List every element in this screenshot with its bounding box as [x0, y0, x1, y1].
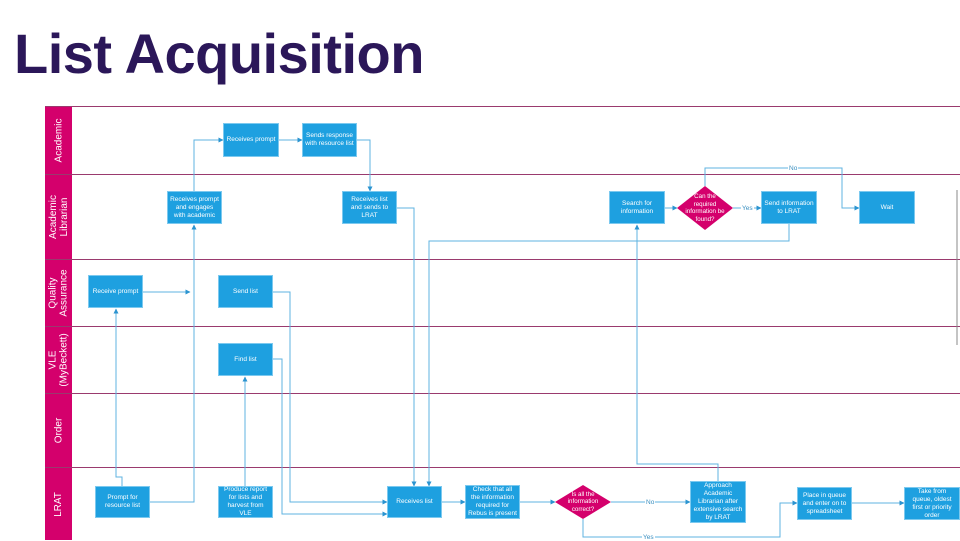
lane-divider: [45, 106, 960, 107]
process-receives-list-sends: Receives list and sends to LRAT: [342, 191, 397, 224]
page-title: List Acquisition: [14, 22, 424, 85]
lane-quality-assurance: Quality Assurance: [45, 260, 72, 326]
process-receives-prompt: Receives prompt: [223, 123, 279, 157]
connector: [113, 308, 123, 486]
decision-can-find: Can the required information be found?: [677, 186, 733, 230]
lane-divider: [45, 467, 960, 468]
label-yes: Yes: [642, 534, 655, 541]
lane-academic-librarian: Academic Librarian: [45, 175, 72, 259]
process-send-list: Send list: [218, 275, 273, 308]
process-take-queue: Take from queue, oldest first or priorit…: [904, 487, 960, 520]
lane-lrat: LRAT: [45, 468, 72, 540]
process-receives-prompt-engages: Receives prompt and engages with academi…: [167, 191, 222, 224]
process-receive-prompt-qa: Receive prompt: [88, 275, 143, 308]
process-check-info: Check that all the information required …: [465, 485, 520, 519]
process-wait: Wait: [859, 191, 915, 224]
connector: [426, 224, 790, 487]
connector: [634, 224, 719, 481]
label-no: No: [788, 165, 799, 172]
decision-info-correct: Is all the information correct?: [555, 485, 611, 519]
process-prompt-resource-list: Prompt for resource list: [95, 486, 150, 518]
connector: [397, 207, 417, 487]
decision-label: Can the required information be found?: [685, 193, 725, 223]
lane-divider: [45, 393, 960, 394]
connector: [357, 139, 373, 192]
process-send-info-lrat: Send information to LRAT: [761, 191, 817, 224]
lane-divider: [45, 326, 960, 327]
label-no: No: [645, 499, 656, 506]
lane-divider: [45, 259, 960, 260]
process-receives-list: Receives list: [387, 486, 442, 518]
connector: [704, 167, 860, 211]
connector: [150, 224, 197, 503]
process-produce-report: Produce report for lists and harvest fro…: [218, 486, 273, 518]
process-sends-response: Sends response with resource list: [302, 123, 357, 157]
process-find-list: Find list: [218, 343, 273, 376]
lane-academic: Academic: [45, 107, 72, 174]
connector: [582, 500, 798, 538]
lane-divider: [45, 174, 960, 175]
decision-label: Is all the information correct?: [567, 490, 599, 513]
process-place-queue: Place in queue and enter on to spreadshe…: [797, 487, 852, 520]
lane-order: Order: [45, 394, 72, 467]
process-approach-librarian: Approach Academic Librarian after extens…: [690, 481, 746, 523]
connector: [273, 291, 388, 505]
connector: [273, 358, 388, 517]
lane-vle: VLE (MyBeckett): [45, 327, 72, 393]
process-search-info: Search for information: [609, 191, 665, 224]
connector: [193, 137, 224, 191]
label-yes: Yes: [741, 205, 754, 212]
